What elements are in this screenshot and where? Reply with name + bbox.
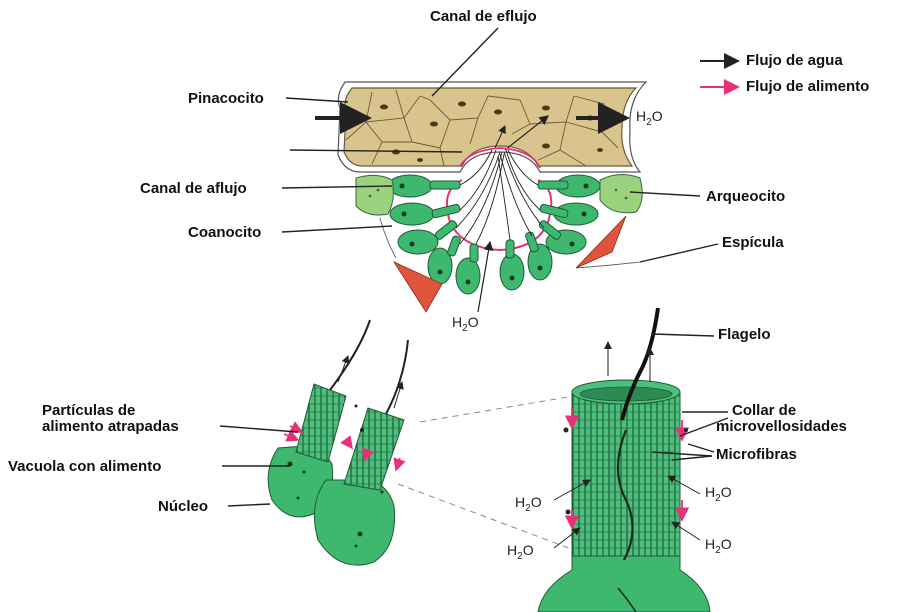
- choanocyte-detail-left: [268, 320, 408, 565]
- sponge-wall-section: [315, 82, 646, 172]
- label-pinacocito: Pinacocito: [188, 90, 264, 107]
- label-nucleo: Núcleo: [158, 498, 208, 515]
- label-microfibras: Microfibras: [716, 446, 797, 463]
- label-particulas-line2: alimento atrapadas: [42, 418, 179, 435]
- label-particulas-line1: Partículas de: [42, 402, 135, 419]
- label-canal-aflujo: Canal de aflujo: [140, 180, 247, 197]
- legend-food-flow-label: Flujo de alimento: [746, 78, 869, 95]
- label-collar-line1: Collar de: [732, 402, 796, 419]
- label-flagelo: Flagelo: [718, 326, 771, 343]
- h2o-label: H2O: [515, 494, 542, 514]
- h2o-label: H2O: [507, 542, 534, 562]
- label-espicula: Espícula: [722, 234, 784, 251]
- h2o-label: H2O: [705, 536, 732, 556]
- legend: [700, 61, 738, 87]
- label-vacuola: Vacuola con alimento: [8, 458, 161, 475]
- label-collar-line2: microvellosidades: [716, 418, 847, 435]
- h2o-label: H2O: [452, 314, 479, 334]
- h2o-label: H2O: [705, 484, 732, 504]
- label-canal-eflujo: Canal de eflujo: [430, 8, 537, 25]
- archeocyte-left: [356, 175, 393, 215]
- label-arqueocito: Arqueocito: [706, 188, 785, 205]
- legend-water-flow-label: Flujo de agua: [746, 52, 843, 69]
- archeocyte-right: [600, 174, 642, 212]
- h2o-label: H2O: [636, 108, 663, 128]
- label-coanocito: Coanocito: [188, 224, 261, 241]
- collar-zoom: [538, 308, 710, 612]
